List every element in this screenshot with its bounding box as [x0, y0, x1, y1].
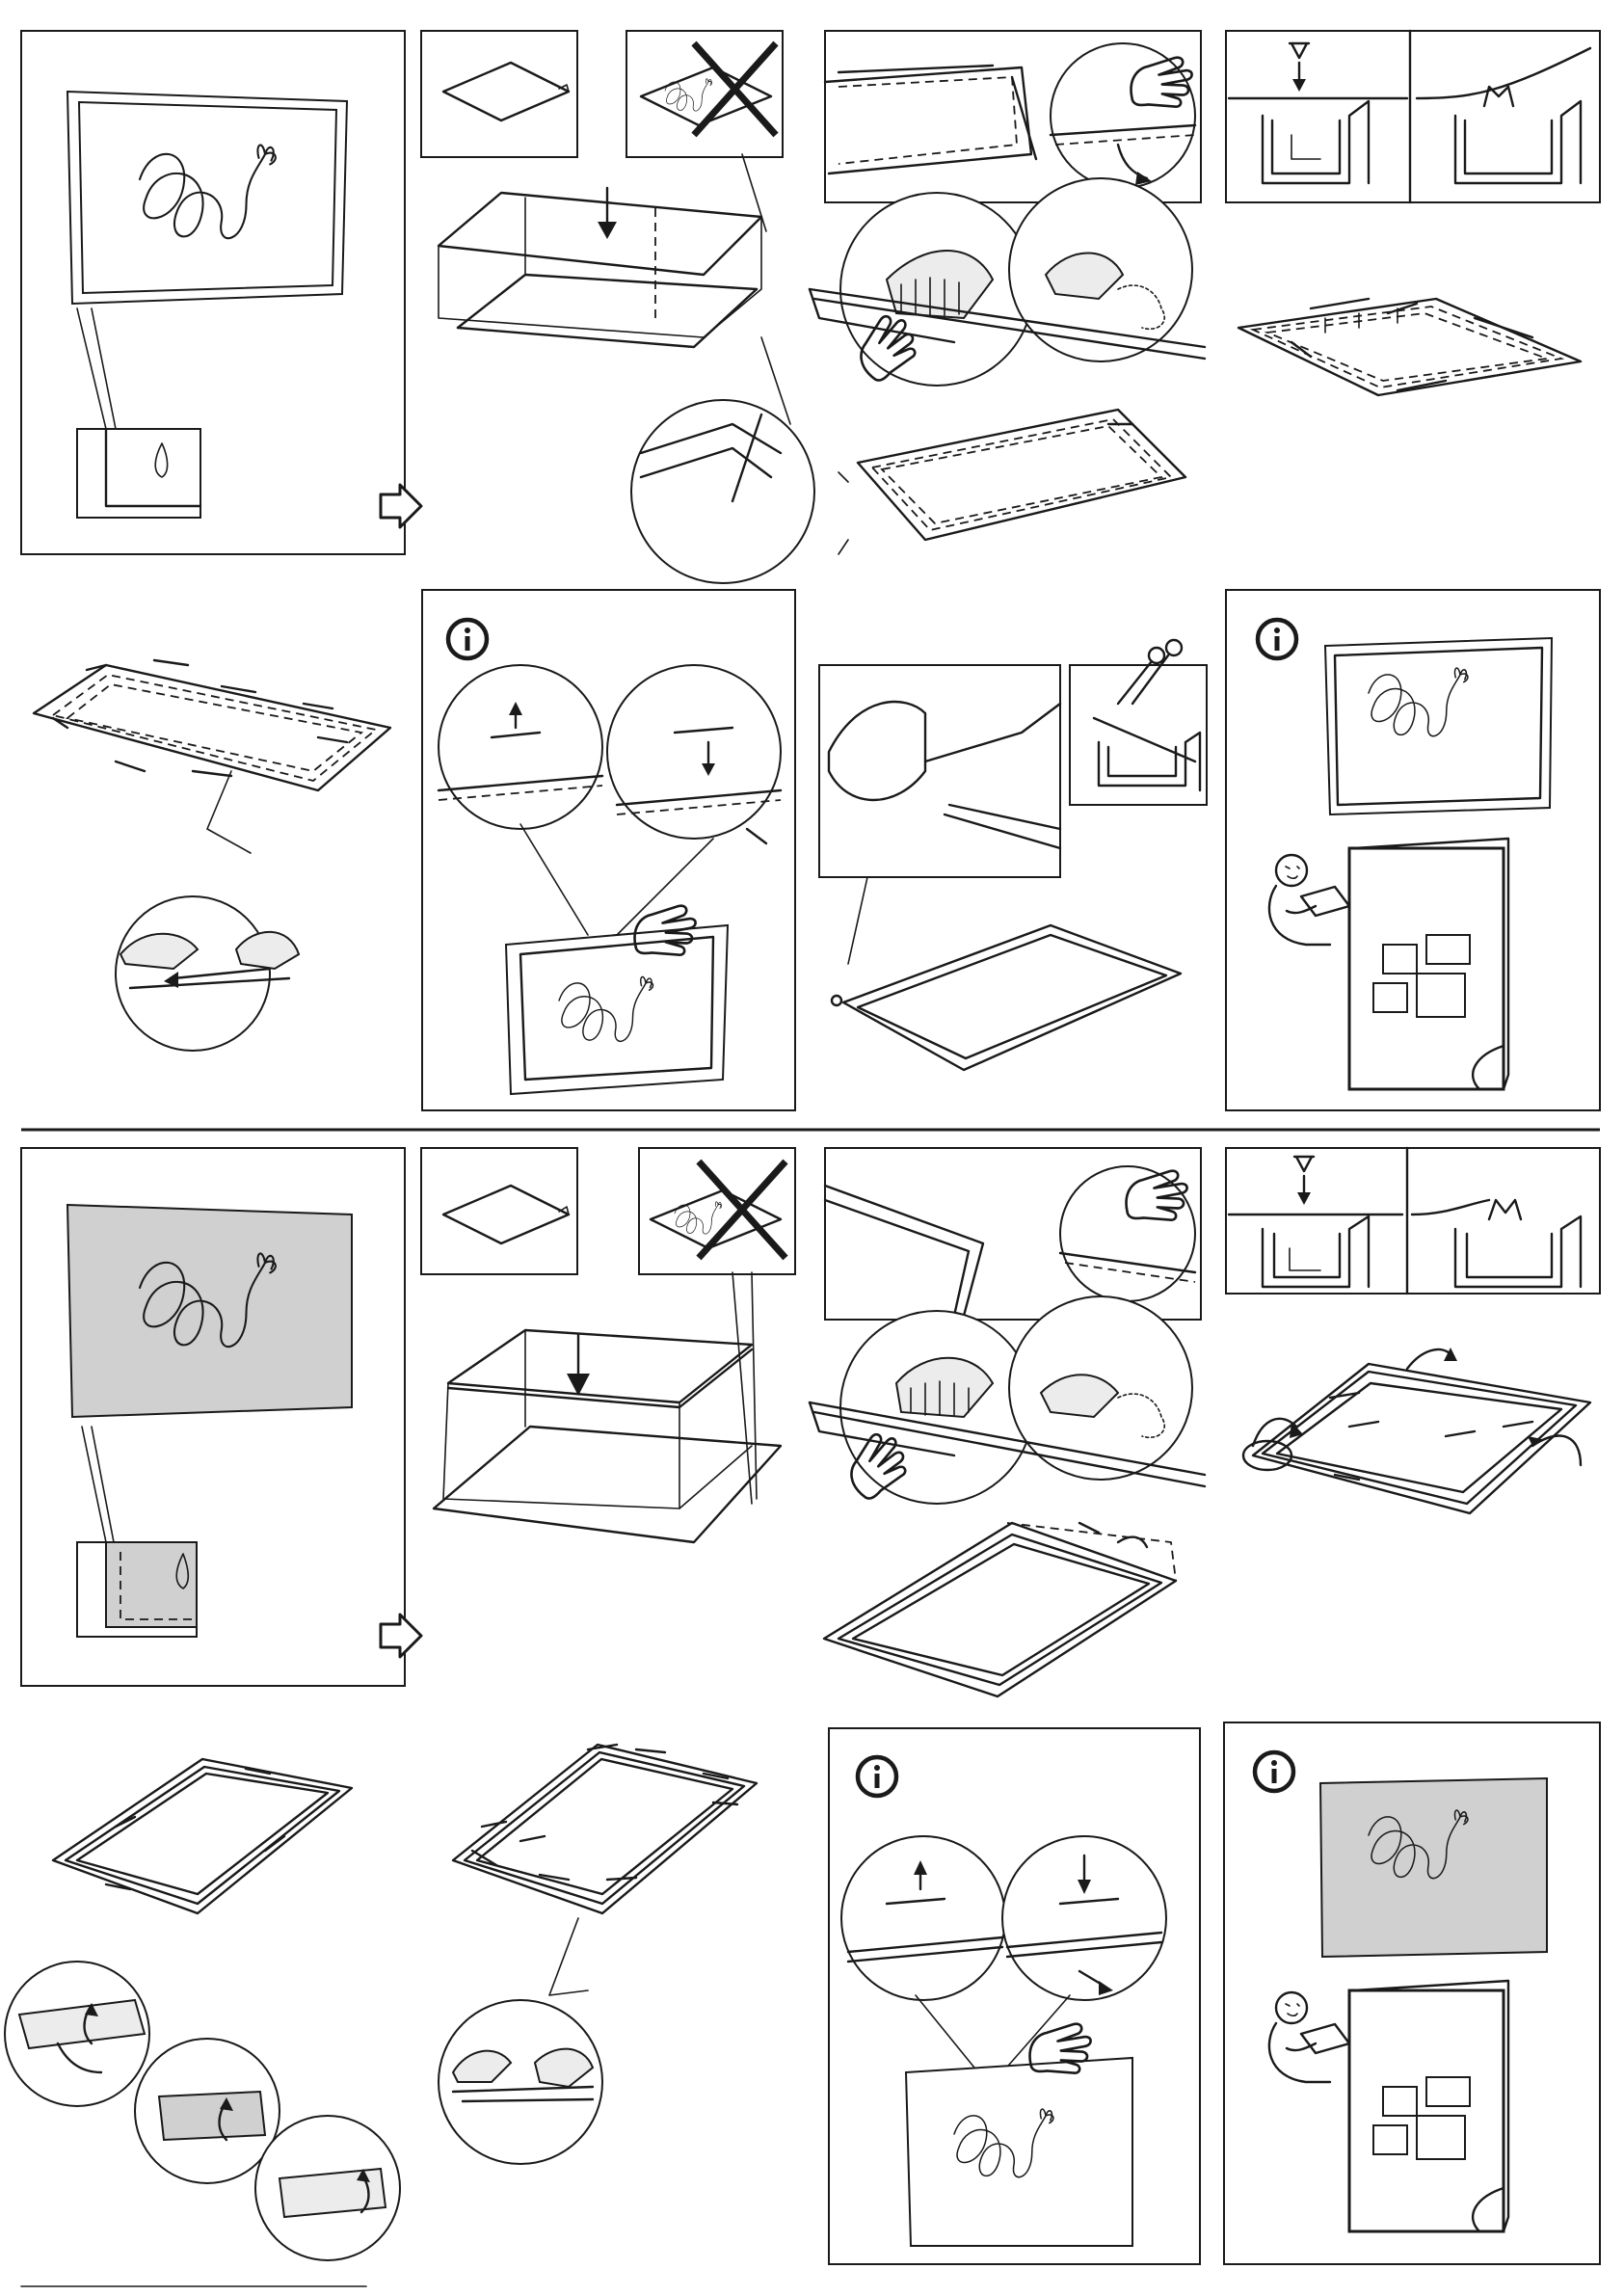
step-fold-corners [5, 1759, 400, 2260]
step-place-canvas [421, 1148, 795, 1542]
step-canvas-strips [810, 1148, 1205, 1696]
step-canvas-result-panel [21, 1148, 405, 1686]
info-icon [448, 620, 487, 658]
step-info-finished [1226, 590, 1600, 1110]
section-framed-print [21, 31, 1600, 1110]
step-place-print [421, 31, 814, 583]
step-trim-excess [819, 640, 1207, 1070]
step-info-adjust [422, 590, 795, 1110]
step-info-canvas-finished [1224, 1722, 1600, 2264]
step-attach-strips [810, 31, 1205, 554]
step-press-strips [34, 660, 390, 1051]
step-canvas-press [439, 1745, 757, 2164]
step-info-canvas-adjust [829, 1728, 1200, 2264]
section-canvas-print [5, 1148, 1600, 2264]
brochure-icon [1349, 839, 1508, 1089]
step-framed-result-panel [21, 31, 405, 554]
down-arrow-icon [598, 222, 617, 239]
step-profile-detail [1226, 31, 1600, 395]
step-canvas-profile [1226, 1148, 1600, 1513]
